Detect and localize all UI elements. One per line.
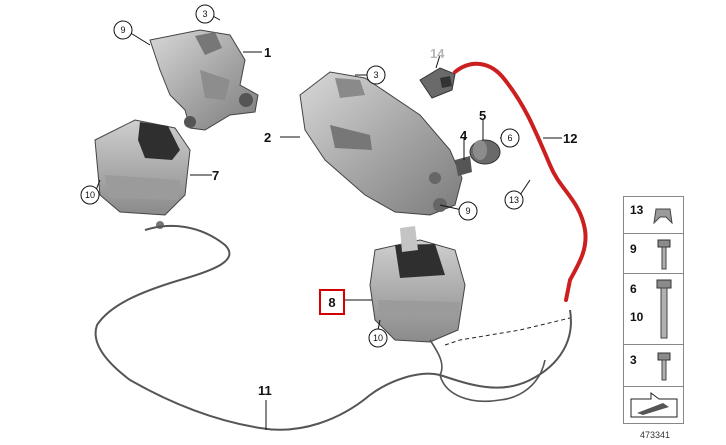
svg-text:10: 10 xyxy=(85,190,95,200)
svg-text:10: 10 xyxy=(373,333,383,343)
callout-2: 2 xyxy=(264,130,271,145)
legend-row-6-10: 6 10 xyxy=(624,274,683,345)
legend-row-3: 3 xyxy=(624,345,683,387)
vacuum-line xyxy=(453,61,588,302)
wiring-harness xyxy=(94,224,572,431)
small-mount-parts xyxy=(455,139,501,176)
reference-number: 473341 xyxy=(640,430,671,440)
callout-7: 7 xyxy=(212,168,219,183)
legend-row-13: 13 xyxy=(624,197,683,234)
legend-number: 13 xyxy=(630,203,644,217)
callout-8-highlight: 8 xyxy=(319,289,345,315)
callout-10-left: 10 xyxy=(80,185,100,205)
callout-4: 4 xyxy=(460,128,468,143)
svg-text:9: 9 xyxy=(120,25,125,35)
sensor-connector xyxy=(419,67,456,99)
bolt-icon xyxy=(657,239,671,270)
legend-number: 9 xyxy=(630,242,637,256)
callout-11: 11 xyxy=(258,383,272,398)
leader-lines xyxy=(95,14,562,430)
svg-text:8: 8 xyxy=(328,295,335,310)
direction-arrow-icon xyxy=(630,392,678,418)
callout-3-top: 3 xyxy=(195,4,215,24)
wiring-harness-branch xyxy=(429,339,546,402)
engine-support-bracket-left xyxy=(149,29,259,131)
svg-text:3: 3 xyxy=(202,9,207,19)
callout-9-top: 9 xyxy=(113,20,133,40)
callout-10-center: 10 xyxy=(368,328,388,348)
engine-mount-center xyxy=(369,226,466,343)
fastener-legend: 13 9 6 10 3 xyxy=(623,196,684,424)
svg-text:9: 9 xyxy=(465,206,470,216)
callout-14: 14 xyxy=(430,46,445,61)
legend-number: 3 xyxy=(630,353,637,367)
callout-13: 13 xyxy=(504,190,524,210)
engine-support-bracket-center xyxy=(299,71,463,216)
short-bolt-icon xyxy=(657,352,671,381)
callout-9-center: 9 xyxy=(458,201,478,221)
callout-12: 12 xyxy=(563,131,577,146)
engine-mount-left xyxy=(94,119,191,229)
callout-6: 6 xyxy=(500,128,520,148)
callout-5: 5 xyxy=(479,108,486,123)
legend-row-tool xyxy=(624,387,683,423)
svg-text:6: 6 xyxy=(507,133,512,143)
legend-number: 6 xyxy=(630,282,637,296)
callout-1: 1 xyxy=(264,45,271,60)
svg-text:3: 3 xyxy=(373,70,378,80)
long-bolt-icon xyxy=(656,279,672,339)
legend-row-9: 9 xyxy=(624,234,683,274)
svg-text:13: 13 xyxy=(509,195,519,205)
legend-number: 10 xyxy=(630,310,644,324)
callout-3-center: 3 xyxy=(366,65,386,85)
wiring-harness-dash xyxy=(444,317,571,346)
clip-icon xyxy=(653,208,673,225)
